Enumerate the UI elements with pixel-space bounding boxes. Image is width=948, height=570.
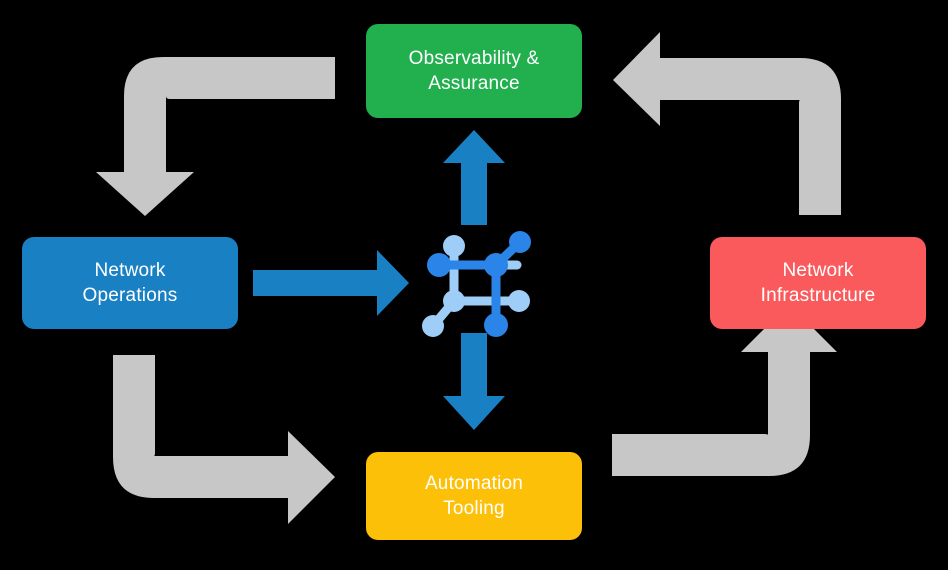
arrow-operations-to-automation — [113, 355, 335, 524]
node-network-operations[interactable]: Network Operations — [22, 237, 238, 329]
network-mesh-icon — [417, 218, 535, 338]
node-automation-tooling[interactable]: Automation Tooling — [366, 452, 582, 540]
arrow-operations-to-center — [253, 250, 409, 316]
arrow-automation-to-infrastructure — [612, 304, 837, 476]
node-observability-assurance[interactable]: Observability & Assurance — [366, 24, 582, 118]
arrow-center-to-observability — [443, 130, 505, 225]
arrow-observability-to-operations — [96, 57, 335, 216]
node-network-infrastructure[interactable]: Network Infrastructure — [710, 237, 926, 329]
arrow-infrastructure-to-observability — [613, 32, 841, 215]
arrow-center-to-automation — [443, 333, 505, 430]
mesh-nodes-light — [422, 235, 530, 337]
mesh-nodes-dark — [427, 231, 531, 337]
